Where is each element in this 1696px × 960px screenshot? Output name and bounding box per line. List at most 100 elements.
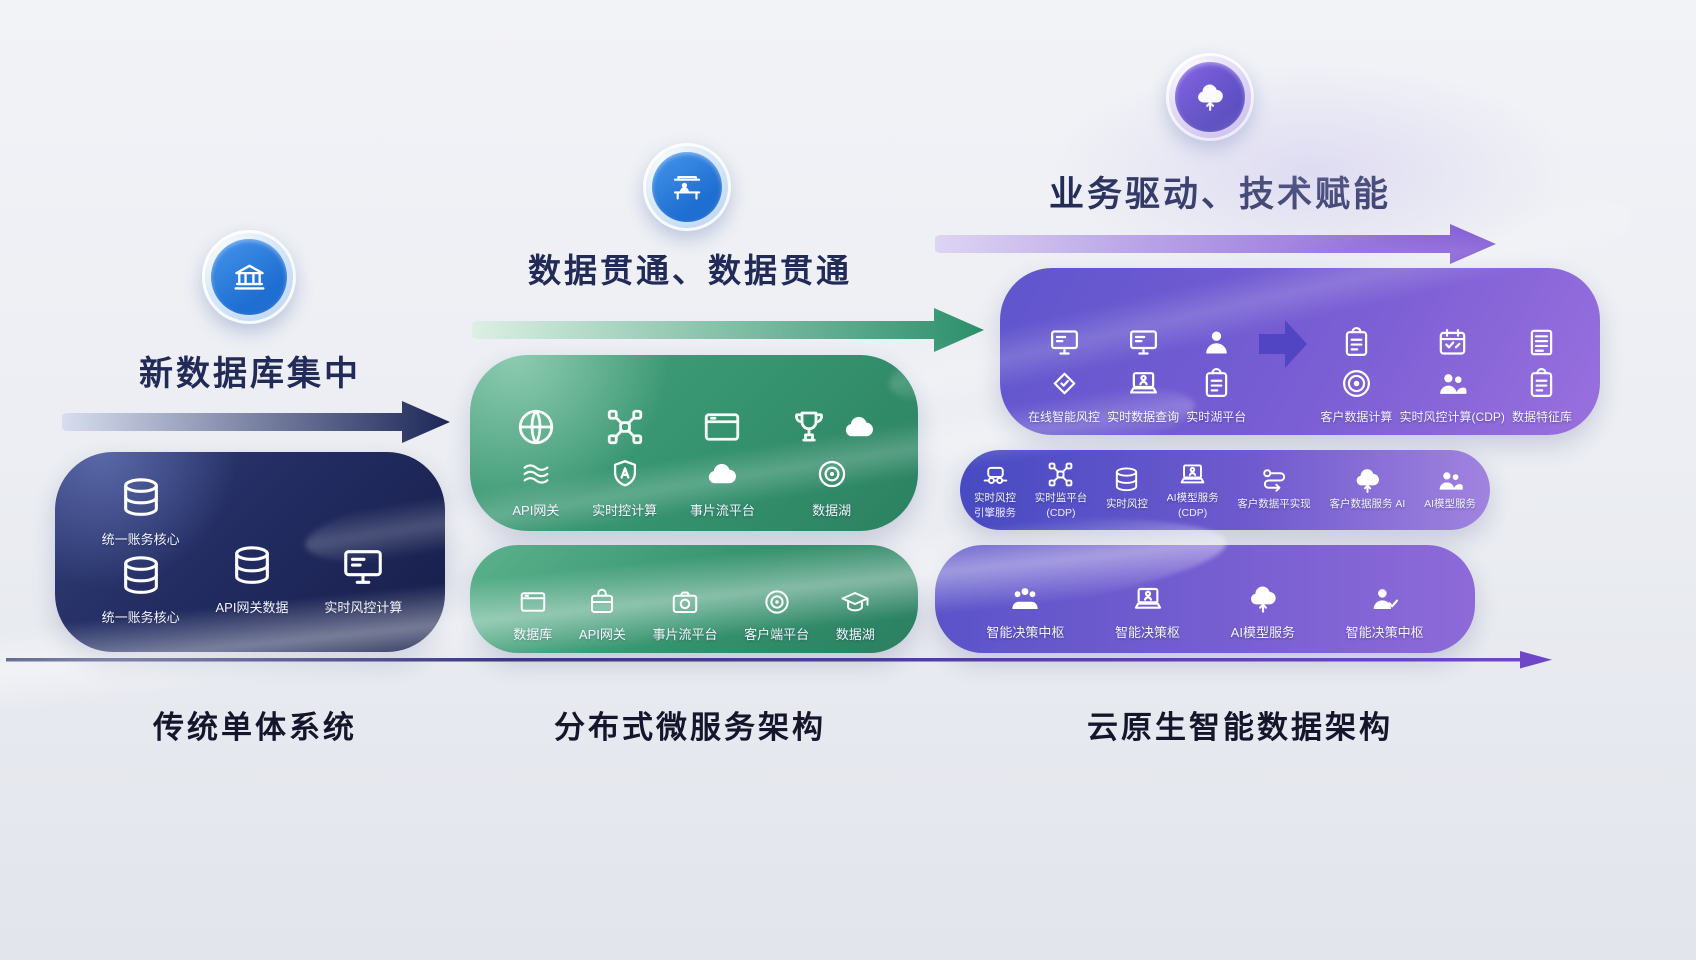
list-item: 实时控计算 <box>592 406 657 519</box>
list-item: AI模型服务 (CDP) <box>1167 460 1219 520</box>
item-label: 客户数据服务 AI <box>1329 497 1406 510</box>
trophy-icon <box>788 406 830 448</box>
axis-label-stage2: 分布式微服务架构 <box>554 710 826 745</box>
people-group-icon <box>1009 583 1041 615</box>
list-item: 智能决策中枢 <box>1346 583 1424 641</box>
stage1-arrow <box>62 401 450 443</box>
briefcase-icon <box>587 587 617 617</box>
user-check-icon <box>1369 583 1401 615</box>
stage1-hub <box>202 230 296 324</box>
bank-building-icon <box>211 239 287 315</box>
list-item: AI模型服务 <box>1231 583 1295 641</box>
axis-label-stage3: 云原生智能数据架构 <box>1087 710 1393 745</box>
diamond-shield-icon <box>1048 367 1081 400</box>
stage1-title: 新数据库集中 <box>139 355 361 393</box>
group-divider-arrow-icon <box>1259 319 1308 368</box>
dual-screens-icon <box>340 544 386 590</box>
stage3-strip: 实时风控 引擎服务 实时监平台 (CDP) 实时风控 AI模型服务 (CDP) … <box>960 450 1490 530</box>
item-label: 实时风控 <box>974 492 1016 505</box>
grad-cap-icon <box>840 587 870 617</box>
list-item: 数据湖 <box>788 406 876 519</box>
list-item: 实时监平台 (CDP) <box>1034 460 1088 520</box>
list-item: 数据库 <box>513 587 552 643</box>
item-label: 实时监平台 <box>1034 492 1088 505</box>
database-pair-icon <box>229 544 275 590</box>
item-label: API网关 <box>578 627 626 642</box>
list-item: 数据特征库 <box>1512 326 1572 425</box>
database-sync-icon <box>118 476 164 522</box>
user-group-icon <box>1436 367 1469 400</box>
item-label: 客户端平台 <box>744 627 810 642</box>
item-label: 实时数据查询 <box>1107 410 1180 424</box>
vehicle-icon <box>981 460 1010 489</box>
browser-card-icon <box>701 406 743 448</box>
axis-label-stage1: 传统单体系统 <box>153 710 357 745</box>
stage3-title: 业务驱动、技术赋能 <box>1048 175 1391 214</box>
monitor-icon <box>1048 326 1081 359</box>
clipboard-icon <box>1340 326 1373 359</box>
cloud-upload-icon <box>1247 583 1279 615</box>
person-icon <box>1200 326 1233 359</box>
item-label: 实时控计算 <box>592 503 658 518</box>
item-label: 客户数据平实现 <box>1237 497 1311 510</box>
list-item: 实时风控计算 <box>324 544 402 616</box>
user-cloud-icon <box>1436 466 1465 495</box>
item-label: 统一账务核心 <box>101 532 180 547</box>
list-item: 事片流平台 <box>690 406 755 519</box>
item-label: 实时风控 <box>1105 497 1148 510</box>
item-label: 实时湖平台 <box>1186 410 1247 424</box>
cloud-download-icon <box>1353 466 1382 495</box>
list-item: 智能决策中枢 <box>986 583 1064 641</box>
stage2-box2: 数据库 API网关 事片流平台 客户端平台 数据湖 <box>470 545 918 653</box>
radar-icon <box>762 587 792 617</box>
smile-circle-icon <box>815 457 849 491</box>
clipboard-list-icon <box>1525 367 1558 400</box>
calendar-icon <box>1436 326 1469 359</box>
list-item: API网关 <box>579 587 626 643</box>
database-heart-icon <box>118 554 164 600</box>
shield-a-icon <box>608 457 642 491</box>
list-item: 实时风控计算(CDP) <box>1400 326 1505 425</box>
list-item: 实时风控 <box>1106 466 1148 514</box>
item-sublabel: (CDP) <box>1046 507 1076 520</box>
clipboard-check-icon <box>1200 367 1233 400</box>
list-item: 统一账务核心 <box>102 476 180 548</box>
laptop-user-icon <box>1127 367 1160 400</box>
list-item: 客户端平台 <box>744 587 809 643</box>
document-icon <box>1525 326 1558 359</box>
stage3-arrow <box>935 224 1496 264</box>
stage2-arrow <box>472 308 984 352</box>
flow-arrows-icon <box>1260 466 1289 495</box>
robot-network-icon <box>1046 460 1075 489</box>
stage3-box3: 智能决策中枢 智能决策枢 AI模型服务 智能决策中枢 <box>935 545 1475 653</box>
item-label: 数据特征库 <box>1511 410 1572 424</box>
cloud-sync-icon <box>842 410 876 444</box>
stage2-box1: API网关 实时控计算 事片流平台 数据湖 <box>470 355 918 531</box>
item-label: 数据库 <box>513 627 553 642</box>
item-label: 智能决策中枢 <box>986 625 1065 640</box>
stage2-hub <box>643 143 731 231</box>
item-label: AI模型服务 <box>1230 625 1295 640</box>
cloud-ai-icon <box>1175 62 1245 132</box>
database-stack-icon <box>1112 466 1141 495</box>
laptop-user-icon <box>1178 460 1207 489</box>
item-label: 智能决策枢 <box>1115 625 1181 640</box>
list-item: API网关数据 <box>216 544 288 616</box>
list-item: 统一账务核心 <box>102 554 180 626</box>
item-label: 客户数据计算 <box>1320 410 1393 424</box>
network-node-icon <box>604 406 646 448</box>
stage1-box: 统一账务核心 统一账务核心 API网关数据 实时风控计算 <box>55 452 445 652</box>
item-label: 数据湖 <box>835 627 875 642</box>
globe-icon <box>515 406 557 448</box>
cloud-users-icon <box>705 457 739 491</box>
item-label: 事片流平台 <box>689 503 755 518</box>
item-label: AI模型服务 <box>1424 497 1476 510</box>
list-item: API网关 <box>512 406 559 519</box>
server-monitor-icon <box>1127 326 1160 359</box>
item-label: 智能决策中枢 <box>1345 625 1424 640</box>
laptop-user-icon <box>1132 583 1164 615</box>
list-item: 事片流平台 <box>652 587 717 643</box>
timeline-axis-arrow <box>6 651 1552 669</box>
item-label: 实时风控计算 <box>324 600 403 615</box>
list-item: AI模型服务 <box>1424 466 1476 514</box>
